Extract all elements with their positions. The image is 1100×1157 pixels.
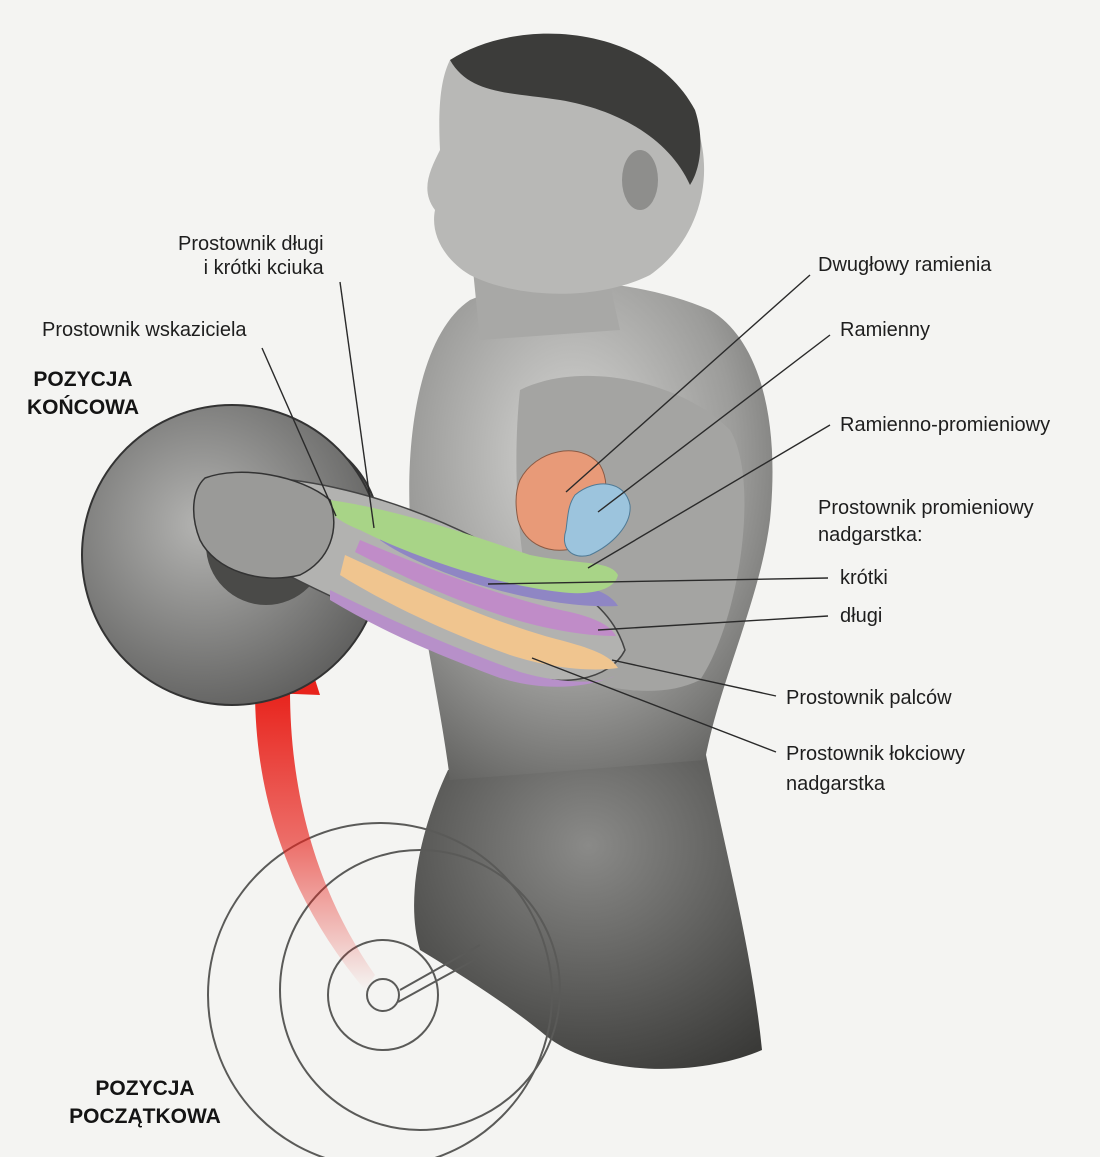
label-extensor-pollicis-line2: i krótki kciuka — [203, 257, 324, 279]
label-extensor-carpi-radialis: Prostownik promieniowy nadgarstka: — [818, 496, 1034, 547]
label-extensor-carpi-ulnaris-line2: nadgarstka — [786, 773, 885, 795]
leader-extensor-digitorum — [611, 659, 777, 697]
label-extensor-pollicis: Prostownik długi i krótki kciuka — [178, 232, 324, 280]
label-biceps: Dwugłowy ramienia — [818, 254, 992, 276]
label-longus: długi — [840, 605, 883, 627]
leader-extensor-carpi-ulnaris — [531, 657, 777, 753]
muscle-extensor-carpi-ulnaris — [330, 590, 615, 687]
leader-extensor-pollicis — [339, 281, 375, 529]
leader-lines — [261, 274, 831, 753]
hub-start — [327, 939, 439, 1051]
label-end-position-line2: KOŃCOWA — [27, 396, 139, 419]
label-start-position: POZYCJA POCZĄTKOWA — [60, 1075, 230, 1131]
plate-start-front — [207, 822, 553, 1157]
bar-start — [397, 944, 481, 1003]
label-end-position-line1: POZYCJA — [33, 368, 133, 391]
label-brevis: krótki — [840, 567, 888, 589]
arrow-body — [255, 690, 375, 990]
label-extensor-indicis: Prostownik wskaziciela — [42, 319, 247, 341]
muscle-brachioradialis — [328, 500, 618, 594]
barbell-start — [207, 822, 561, 1157]
label-end-position: POZYCJA KOŃCOWA — [8, 366, 158, 422]
label-extensor-digitorum: Prostownik palców — [786, 687, 952, 709]
hair — [450, 33, 701, 185]
leader-biceps — [565, 274, 811, 493]
forearm — [192, 471, 626, 687]
muscle-extensor-digitorum — [340, 555, 618, 670]
muscle-brachialis — [564, 483, 631, 557]
fist — [192, 471, 335, 579]
leader-brachioradialis — [587, 424, 831, 569]
label-start-position-line2: POCZĄTKOWA — [69, 1105, 221, 1128]
label-extensor-carpi-radialis-line1: Prostownik promieniowy — [818, 497, 1034, 519]
label-brachialis: Ramienny — [840, 319, 931, 341]
pants — [414, 750, 762, 1069]
label-extensor-carpi-ulnaris-line1: Prostownik łokciowy — [786, 743, 965, 765]
muscle-extensor-carpi-radialis-longus — [355, 540, 616, 636]
ear — [622, 150, 658, 210]
label-extensor-pollicis-line1: Prostownik długi — [178, 233, 324, 255]
label-extensor-carpi-ulnaris: Prostownik łokciowy nadgarstka — [786, 742, 965, 796]
leader-longus — [597, 615, 829, 631]
bar-end-start — [366, 978, 400, 1012]
leader-brevis — [487, 577, 829, 585]
leader-extensor-indicis — [261, 347, 337, 517]
label-extensor-carpi-radialis-line2: nadgarstka: — [818, 524, 923, 546]
plate-start-back — [279, 849, 561, 1131]
label-start-position-line1: POZYCJA — [95, 1077, 195, 1100]
label-brachioradialis: Ramienno-promieniowy — [840, 414, 1051, 436]
leader-brachialis — [597, 334, 831, 513]
